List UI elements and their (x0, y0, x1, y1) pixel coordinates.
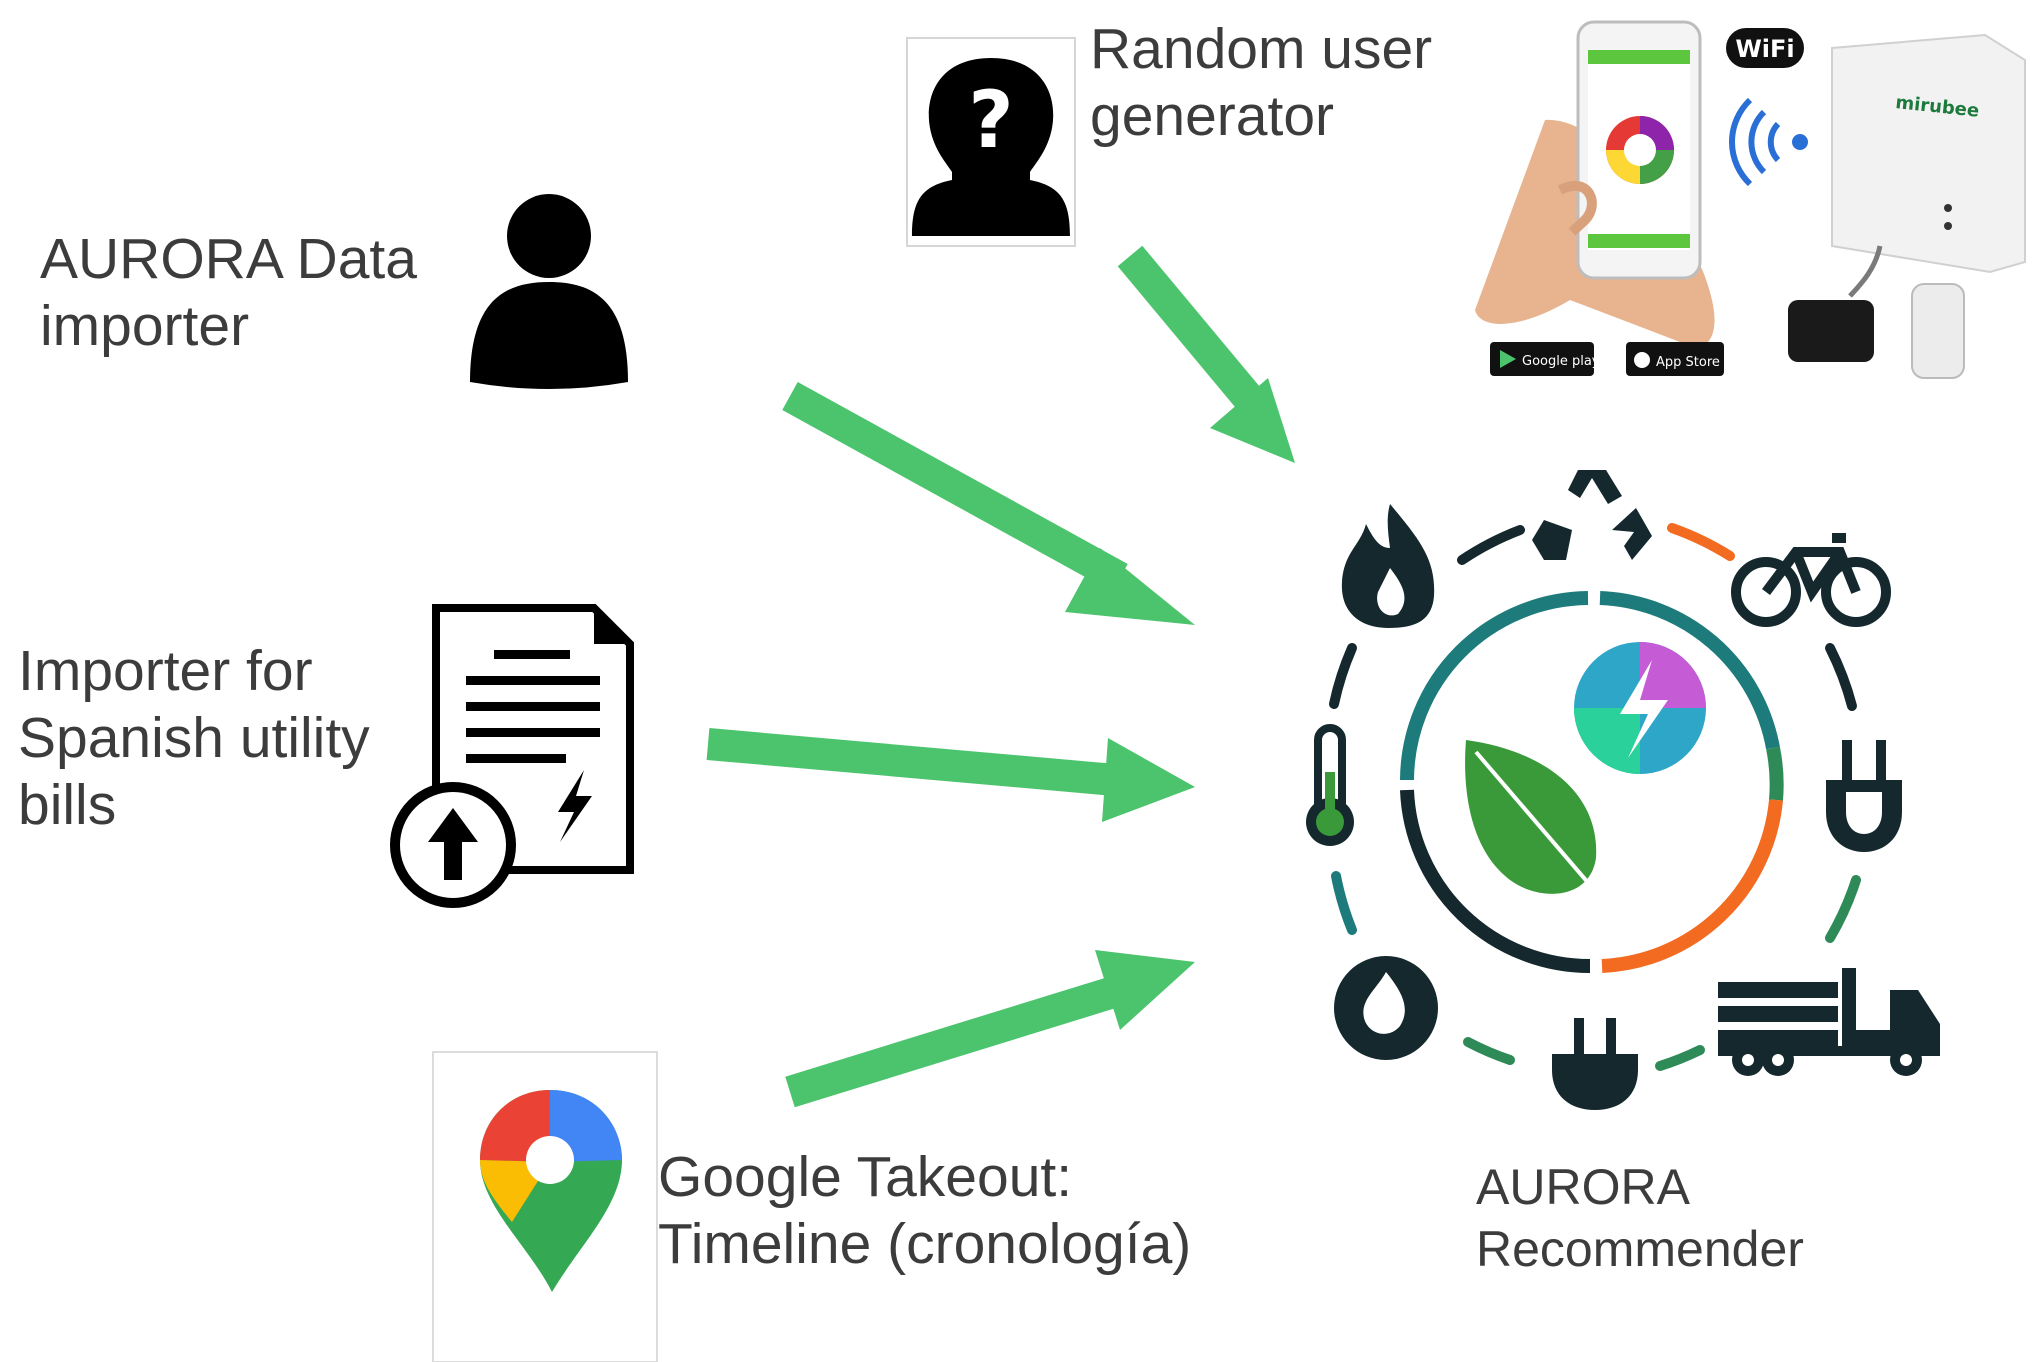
app-store-badge (1626, 342, 1724, 376)
svg-text:?: ? (968, 76, 1013, 166)
wifi-badge-text: WiFi (1735, 35, 1794, 63)
smart-meter-icon: WiFi mirubee Google play App Store (1475, 20, 2026, 379)
bicycle-icon (1731, 533, 1891, 627)
lightning-swirl-icon (1574, 642, 1706, 774)
current-clamp-black (1788, 300, 1874, 362)
gas-drop-icon (1334, 956, 1438, 1060)
google-play-badge (1490, 342, 1594, 376)
arrows (706, 245, 1295, 1108)
random-user-label: Random user generator (1090, 16, 1432, 150)
maps-pin-icon (432, 1051, 658, 1362)
wifi-badge (1726, 28, 1804, 68)
aurora-recommender-label-line2: Recommender (1476, 1221, 1804, 1277)
arrow-from-google-takeout (785, 950, 1195, 1108)
unknown-person-icon: ? (906, 37, 1076, 247)
thermometer-icon (1306, 724, 1354, 846)
google-takeout-label: Google Takeout: Timeline (cronología) (658, 1144, 1191, 1278)
person-icon (470, 194, 628, 389)
random-user-label-line2: generator (1090, 84, 1335, 148)
recycle-icon (1532, 470, 1652, 560)
arrow-from-data-importer (782, 381, 1195, 625)
radio-waves-icon (1729, 97, 1808, 187)
utility-bills-label-line1: Importer for (18, 639, 313, 703)
random-user-label-line1: Random user (1090, 17, 1433, 81)
utility-bills-label: Importer for Spanish utility bills (18, 638, 370, 839)
google-play-badge-text: Google play (1522, 354, 1600, 369)
flame-icon (1341, 504, 1435, 628)
aurora-recommender-label: AURORA Recommender (1476, 1156, 1804, 1280)
utility-bills-label-line2: Spanish utility (18, 706, 370, 770)
bill-upload-icon (390, 604, 634, 908)
data-importer-label-line2: importer (40, 294, 250, 358)
arrow-from-random-user (1117, 245, 1295, 463)
truck-icon (1718, 968, 1940, 1076)
utility-bills-label-line3: bills (18, 773, 117, 837)
google-takeout-label-line1: Google Takeout: (658, 1145, 1073, 1209)
arrow-from-utility-bills (706, 728, 1195, 822)
aurora-recommender-label-line1: AURORA (1476, 1159, 1690, 1215)
plug-bottom-icon (1552, 1018, 1638, 1110)
data-importer-label-line1: AURORA Data (40, 227, 417, 291)
plug-icon (1826, 740, 1902, 852)
google-takeout-label-line2: Timeline (cronología) (658, 1212, 1192, 1276)
app-store-badge-text: App Store (1656, 355, 1720, 370)
aurora-logo-icon (1306, 470, 1940, 1110)
current-clamp-white (1911, 283, 1965, 379)
data-importer-label: AURORA Data importer (40, 226, 417, 360)
